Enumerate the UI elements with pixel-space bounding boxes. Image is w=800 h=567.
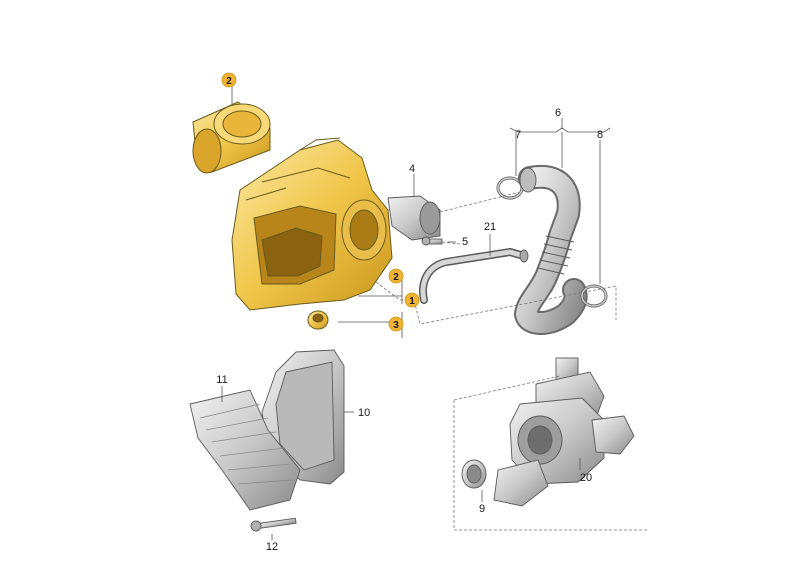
air-guide-11 <box>189 389 301 511</box>
callout-21: 21 <box>484 221 496 233</box>
callout-6: 6 <box>555 107 561 119</box>
svg-text:2: 2 <box>393 272 399 283</box>
callout-4: 4 <box>409 163 415 175</box>
breather-pipe <box>419 247 529 304</box>
callout-1: 1 <box>404 292 420 308</box>
drain-valve <box>307 310 329 330</box>
leader-lines <box>221 86 611 540</box>
turbocharger <box>493 357 635 507</box>
callout-9: 9 <box>479 503 485 515</box>
callout-3: 3 <box>388 316 404 332</box>
air-filter-housing <box>231 137 393 311</box>
svg-text:3: 3 <box>393 320 399 331</box>
callout-5: 5 <box>462 236 468 248</box>
callout-12: 12 <box>266 541 278 553</box>
hose-clamp-8 <box>580 284 608 308</box>
callout-2-top: 2 <box>221 72 237 88</box>
callout-20: 20 <box>580 472 592 484</box>
callout-10: 10 <box>358 407 370 419</box>
svg-text:2: 2 <box>226 76 232 87</box>
callout-2-mid: 2 <box>388 268 404 284</box>
assembly-lines <box>375 191 648 531</box>
intake-hose <box>513 164 588 335</box>
callout-8: 8 <box>597 129 603 141</box>
bolt-5 <box>421 236 443 246</box>
pipe-connector-9 <box>461 459 487 489</box>
bolt-12 <box>250 517 297 532</box>
callout-7: 7 <box>515 129 521 141</box>
intake-flange <box>387 195 441 241</box>
svg-text:1: 1 <box>409 296 415 307</box>
filter-element <box>192 101 271 174</box>
callout-11: 11 <box>216 374 227 386</box>
